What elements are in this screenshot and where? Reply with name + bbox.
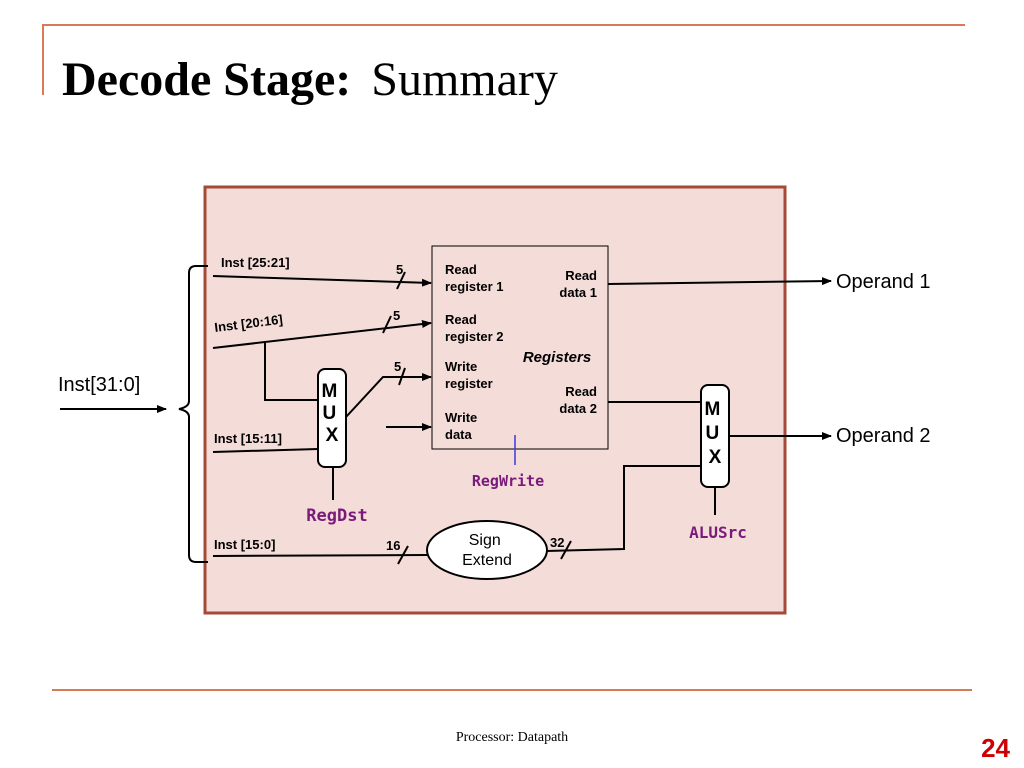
wire-rt <box>212 320 432 349</box>
wire-imm <box>212 554 428 557</box>
bus-slash-read1 <box>396 271 406 290</box>
regdst-control-label: RegDst <box>306 506 367 526</box>
wire-rs <box>212 275 432 287</box>
wire-rt-to-mux <box>264 341 318 401</box>
title-bold: Decode Stage: <box>62 53 351 106</box>
bus-width-write: 5 <box>394 359 401 374</box>
wire-rd-to-mux <box>212 448 319 453</box>
alusrc-mux-label: M U X <box>704 399 725 468</box>
inst-input-label: Inst[31:0] <box>58 374 140 396</box>
field-rs-label: Inst [25:21] <box>221 255 290 270</box>
wire-mux-to-write-register <box>345 373 432 418</box>
sign-extend-unit <box>426 520 548 580</box>
slide-title: Decode Stage: Summary <box>62 53 558 106</box>
inst-brace <box>178 265 208 563</box>
wire-operand1 <box>607 277 832 286</box>
field-imm-label: Inst [15:0] <box>214 537 275 552</box>
footer-text: Processor: Datapath <box>456 730 568 745</box>
operand1-label: Operand 1 <box>836 271 931 293</box>
regdst-mux <box>317 368 347 468</box>
bus-width-read1: 5 <box>396 262 403 277</box>
wire-signext-to-alusrc-mux <box>545 465 702 552</box>
alusrc-mux <box>700 384 730 488</box>
registers-title: Registers <box>523 349 591 366</box>
bus-slash-imm <box>397 545 409 565</box>
alusrc-control-label: ALUSrc <box>689 523 747 542</box>
register-file <box>431 245 609 450</box>
bus-slash-ext <box>560 540 572 560</box>
title-regular: Summary <box>371 53 558 106</box>
regdst-mux-label: M U X <box>321 381 342 446</box>
regwrite-control-label: RegWrite <box>472 472 544 490</box>
sign-extend-label: Sign Extend <box>462 532 512 569</box>
bus-slash-write <box>398 367 406 386</box>
page-number: 24 <box>981 733 1010 763</box>
bus-slash-read2 <box>382 315 392 334</box>
field-rd-label: Inst [15:11] <box>214 431 282 446</box>
bus-width-imm-out: 32 <box>550 535 564 550</box>
operand2-label: Operand 2 <box>836 425 931 447</box>
bus-width-read2: 5 <box>393 308 400 323</box>
bus-width-imm-in: 16 <box>386 538 400 553</box>
